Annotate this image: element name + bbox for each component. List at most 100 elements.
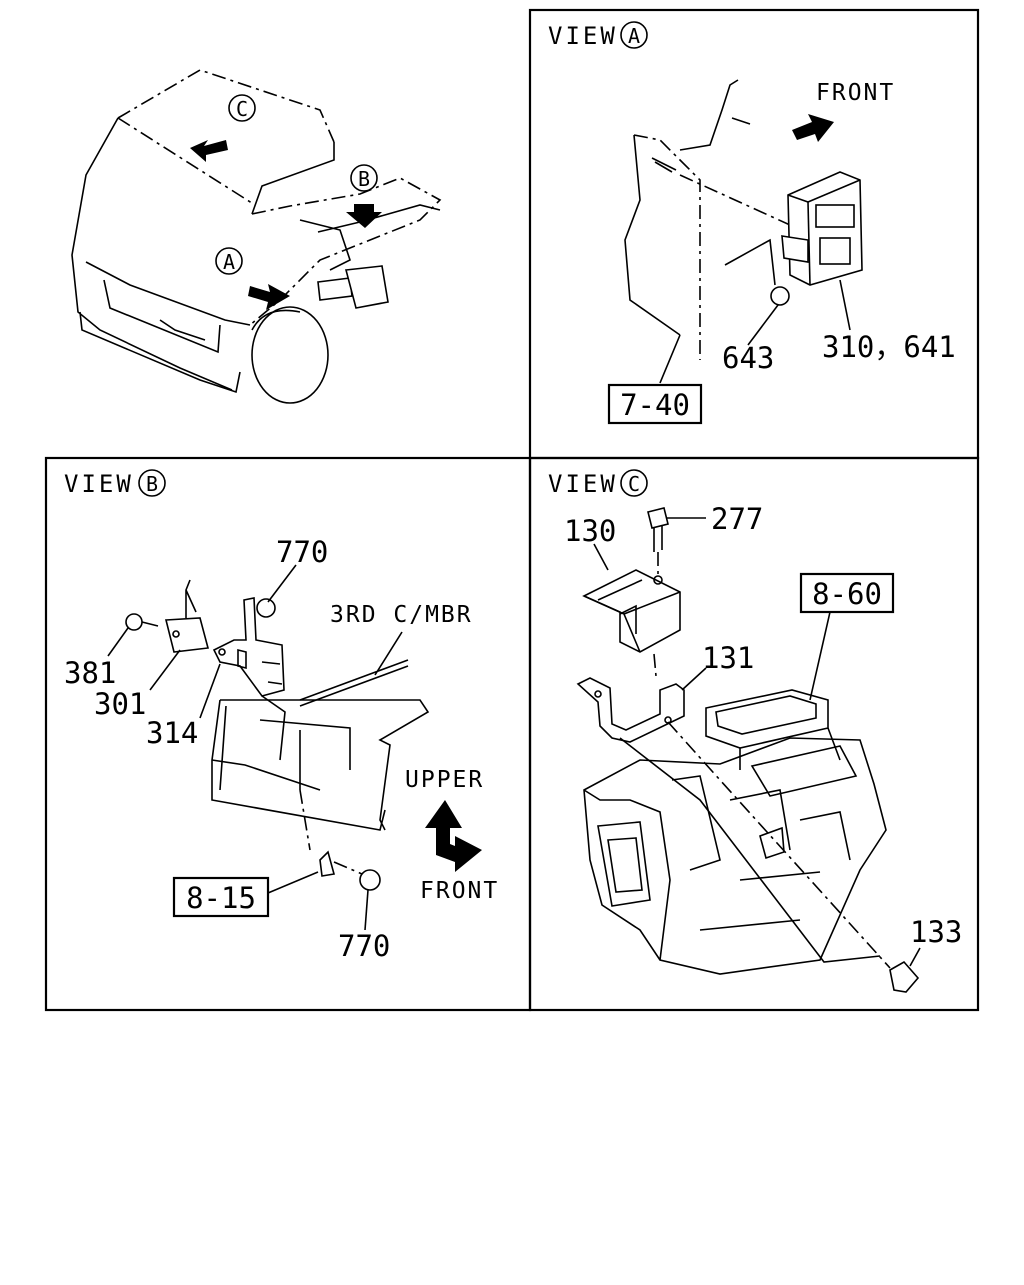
- nut-770-top: [256, 598, 276, 618]
- view-b-marker: B: [146, 472, 158, 496]
- sensor-301: [164, 617, 210, 653]
- lower-nut-guide: [333, 861, 363, 875]
- control-module-label: [819, 237, 851, 265]
- view-b-upper-label: UPPER: [405, 767, 484, 793]
- bolt-381: [125, 613, 143, 631]
- bolt-133-guide: [667, 721, 891, 969]
- view-b-direction-arrow: [425, 800, 482, 872]
- sensor-wire: [185, 579, 197, 618]
- bracket-131: [576, 677, 685, 743]
- hvac-duct-sides: [739, 727, 841, 770]
- leader-381: [107, 627, 129, 657]
- view-a-wire: [679, 79, 739, 151]
- bracket-131-guide: [653, 653, 657, 677]
- front-wheel: [251, 306, 329, 404]
- module-130-details: [597, 579, 643, 634]
- overview-truck-drawing: C B A: [71, 69, 442, 404]
- leader-314: [199, 663, 221, 719]
- lower-stud: [319, 850, 336, 877]
- component-small: [317, 277, 353, 301]
- part-770-bottom: 770: [338, 929, 390, 963]
- cab-front-outline: [71, 117, 233, 391]
- sensor-hole: [172, 630, 180, 638]
- control-module-connector: [815, 204, 855, 228]
- bolt-133-guide-solid: [619, 737, 881, 963]
- overview-marker-a-circle: [215, 247, 243, 275]
- lower-stud-guide: [299, 789, 311, 851]
- leader-770-bottom: [364, 889, 369, 931]
- part-643: 643: [722, 341, 774, 375]
- view-a-frame: [528, 8, 980, 460]
- bracket-clip: [237, 648, 247, 670]
- part-277: 277: [711, 502, 763, 536]
- overview-marker-b: B: [358, 167, 370, 191]
- ref-7-40-box: [607, 383, 703, 425]
- arrow-to-a: [248, 284, 290, 310]
- hvac-top-opening: [750, 745, 858, 797]
- view-b-front-label: FRONT: [420, 878, 499, 904]
- view-a: VIEW A FRONT 643 310，641 7-40: [548, 21, 956, 425]
- control-module: [787, 171, 863, 286]
- view-b-member-label: 3RD C/MBR: [330, 602, 473, 628]
- control-module-edge: [807, 201, 811, 286]
- wheel-arch: [251, 309, 301, 331]
- arrow-to-c: [190, 140, 228, 162]
- hvac-inlet-outline: [583, 789, 671, 961]
- bolt-133: [889, 960, 920, 993]
- grille-face: [103, 279, 221, 354]
- view-c-marker-circle: [620, 469, 648, 497]
- engine-hood-outline: [249, 177, 442, 326]
- part-133: 133: [910, 915, 962, 949]
- leader-301: [149, 649, 181, 691]
- cab-roof-rear: [251, 142, 335, 215]
- module-130-hole: [653, 575, 663, 585]
- cab-roof-front-edge: [117, 117, 256, 206]
- view-c-title: VIEW: [548, 470, 618, 498]
- third-crossmember-leader: [299, 631, 409, 707]
- crossmember-top: [220, 699, 430, 831]
- ref-8-60-box: [799, 572, 895, 614]
- cab-roof-outline: [117, 69, 335, 143]
- bracket-hole: [218, 648, 226, 656]
- control-module-tab: [781, 235, 809, 263]
- view-a-bracket: [724, 238, 776, 286]
- leader-770-top: [267, 564, 297, 603]
- leader-7-40: [659, 334, 681, 384]
- bracket-314: [212, 597, 285, 697]
- view-c-marker: C: [628, 472, 640, 496]
- part-310-641: 310，641: [822, 330, 956, 364]
- view-c: VIEW C: [548, 469, 962, 993]
- bolt-381-shank: [141, 621, 159, 627]
- view-a-marker-circle: [620, 21, 648, 49]
- bumper: [79, 311, 241, 394]
- ref-7-40: 7-40: [620, 388, 690, 422]
- view-a-stud-2: [731, 117, 751, 125]
- arrow-to-b: [346, 204, 382, 228]
- nut-643: [770, 286, 790, 306]
- part-314: 314: [146, 716, 198, 750]
- panel-frames: [44, 8, 980, 1012]
- crossmember-lower: [211, 759, 321, 791]
- overview-marker-b-circle: [350, 164, 378, 192]
- part-381: 381: [64, 656, 116, 690]
- ref-8-15: 8-15: [186, 881, 256, 915]
- view-a-stud: [651, 157, 677, 173]
- part-301: 301: [94, 687, 146, 721]
- part-130: 130: [564, 514, 616, 548]
- bracket-studs: [261, 661, 283, 685]
- view-b-title: VIEW: [64, 470, 134, 498]
- view-a-front-label: FRONT: [816, 80, 895, 106]
- overview-marker-c: C: [236, 97, 248, 121]
- leader-130: [593, 543, 609, 571]
- hvac-inlet-opening: [597, 821, 651, 907]
- hvac-unit-body: [583, 737, 887, 975]
- hvac-inlet-inner: [607, 837, 643, 893]
- part-770-top: 770: [276, 535, 328, 569]
- leader-131: [681, 667, 707, 691]
- view-b: VIEW B 3RD C/MBR 7: [64, 469, 499, 963]
- view-a-panel-edge: [624, 134, 681, 336]
- headlight: [159, 319, 206, 341]
- view-a-leader-dashed: [679, 174, 791, 226]
